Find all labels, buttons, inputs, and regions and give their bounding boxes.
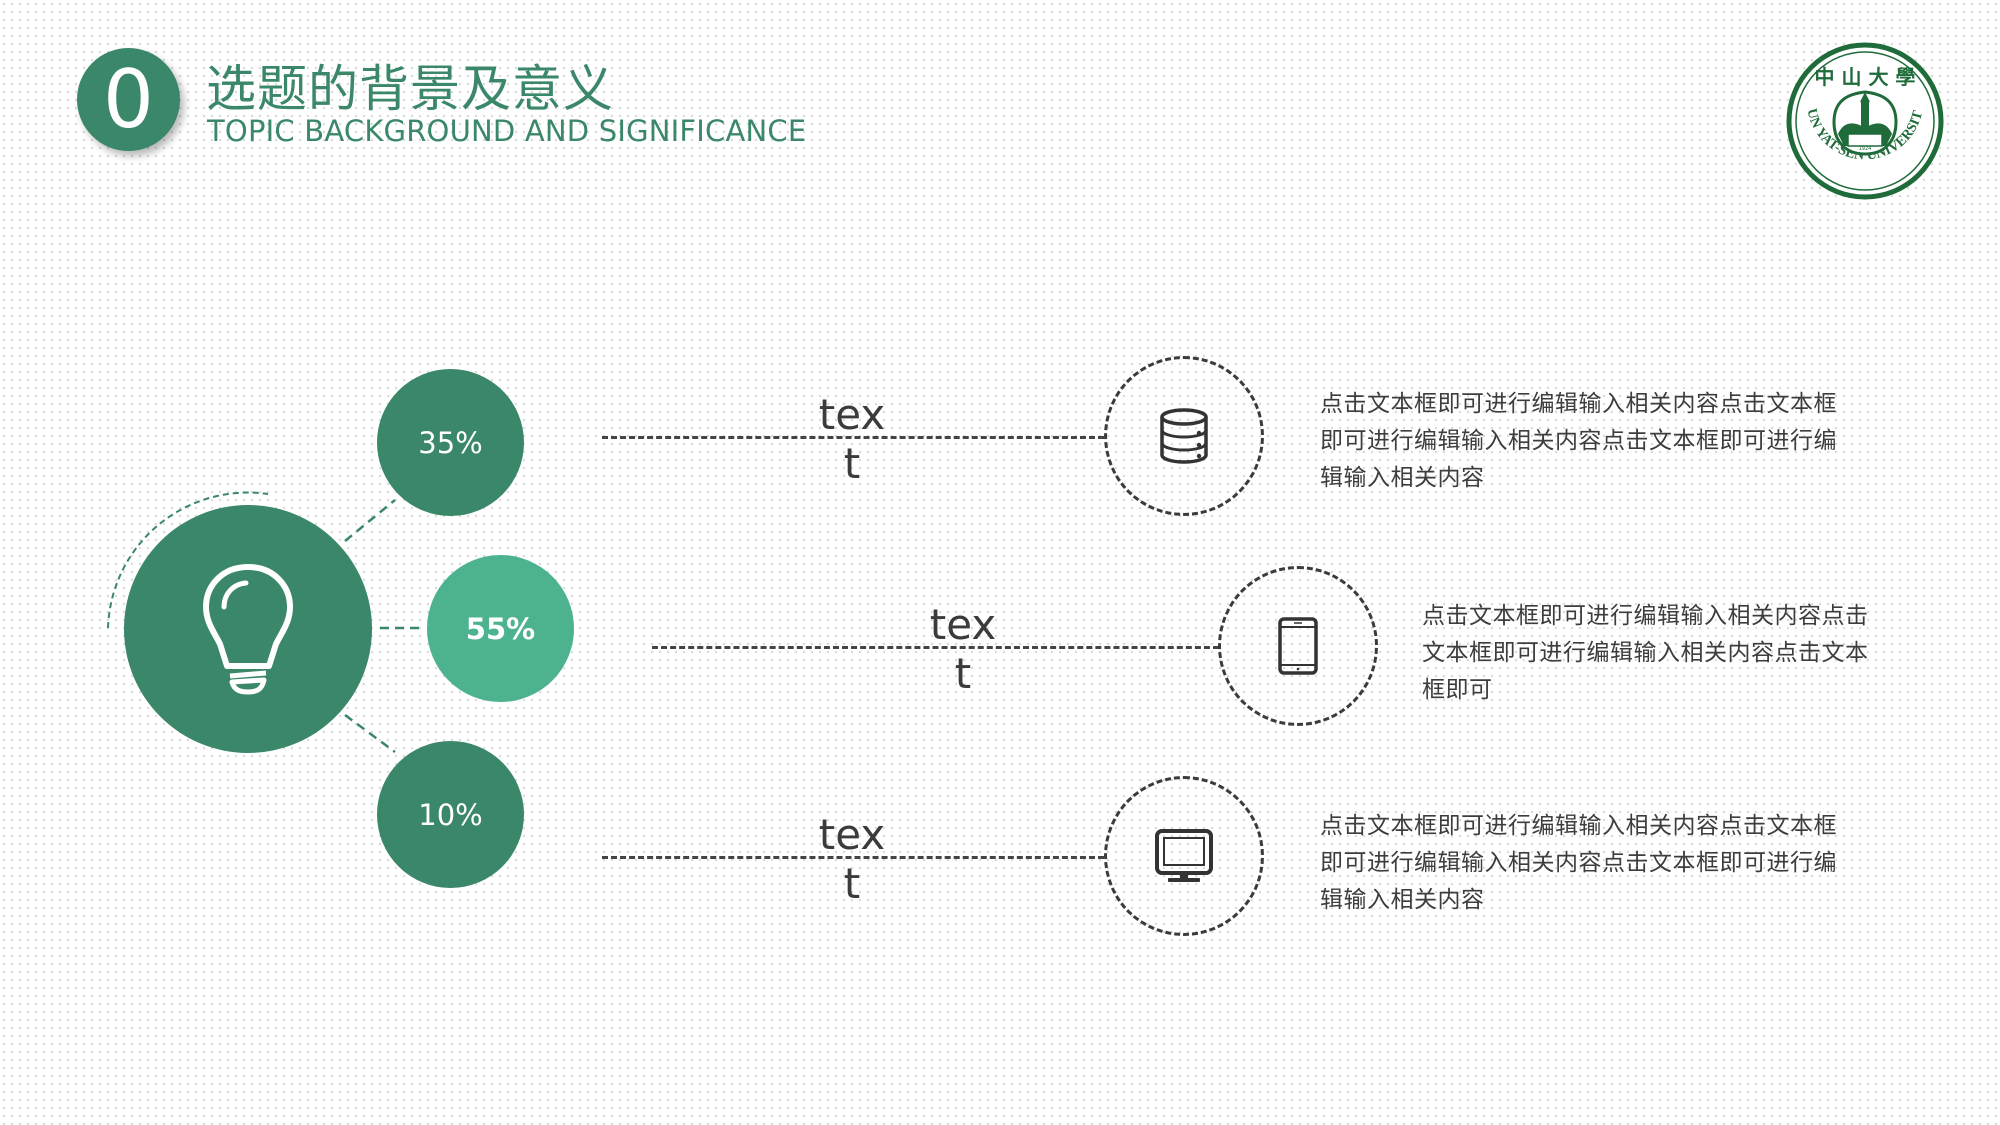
row-1-dashed-line (602, 436, 1104, 439)
row-2-description[interactable]: 点击文本框即可进行编辑输入相关内容点击文本框即可进行编辑输入相关内容点击文本框即… (1422, 603, 1869, 703)
monitor-icon (1155, 829, 1213, 882)
row-3-description[interactable]: 点击文本框即可进行编辑输入相关内容点击文本框即可进行编辑输入相关内容点击文本框即… (1320, 813, 1837, 913)
row-2-dashed-line (652, 646, 1219, 649)
percentage-circle-1: 35% (377, 369, 524, 516)
row-1-icon-circle (1104, 356, 1264, 516)
page-subtitle: TOPIC BACKGROUND AND SIGNIFICANCE (207, 114, 807, 148)
row-2-label[interactable]: text (929, 600, 997, 698)
central-idea-circle (124, 505, 372, 753)
section-number-badge: 0 (77, 48, 180, 151)
percentage-value: 35% (418, 425, 483, 460)
svg-text:1924: 1924 (1859, 146, 1872, 152)
row-3-icon-circle (1104, 776, 1264, 936)
row-2-icon-circle (1218, 566, 1378, 726)
svg-text:中 山 大 學: 中 山 大 學 (1815, 65, 1916, 89)
row-1-description[interactable]: 点击文本框即可进行编辑输入相关内容点击文本框即可进行编辑输入相关内容点击文本框即… (1320, 391, 1837, 491)
percentage-circle-2: 55% (427, 555, 574, 702)
tablet-icon (1278, 617, 1318, 675)
percentage-value: 10% (418, 797, 483, 832)
database-icon (1160, 408, 1208, 464)
row-3-label[interactable]: text (818, 810, 886, 908)
percentage-circle-3: 10% (377, 741, 524, 888)
row-3-dashed-line (602, 856, 1104, 859)
section-number: 0 (103, 52, 154, 146)
lightbulb-icon (203, 564, 293, 695)
percentage-value: 55% (465, 611, 536, 646)
university-logo: 中 山 大 學 SUN YAT-SEN UNIVERSITY 1924 (1781, 31, 1944, 200)
row-1-label[interactable]: text (818, 390, 886, 488)
page-title: 选题的背景及意义 (206, 60, 614, 118)
